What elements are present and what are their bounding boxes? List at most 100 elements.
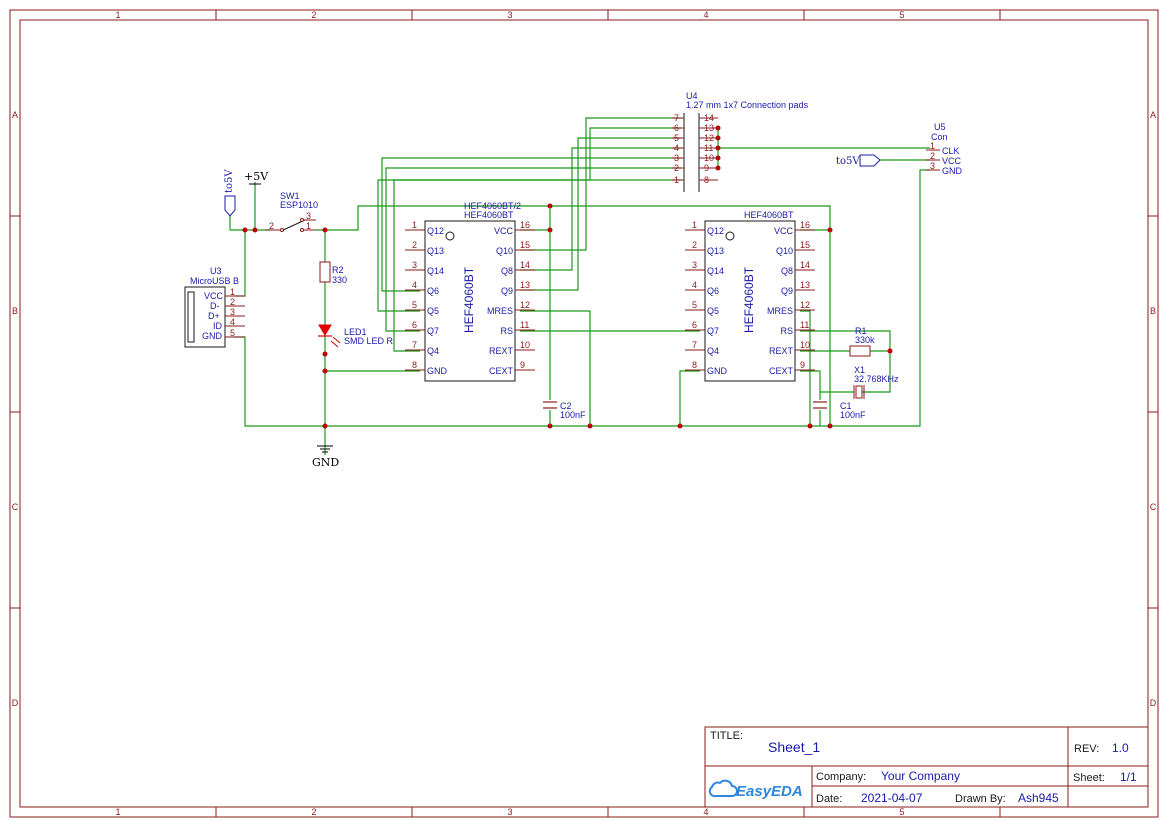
gnd-label: GND	[312, 456, 339, 469]
pin-name: MRES	[487, 306, 513, 316]
pin-signal: CLK	[942, 146, 960, 156]
pin-number: 7	[692, 340, 697, 350]
pin-number: 15	[520, 240, 530, 250]
pin-number: 3	[674, 153, 679, 163]
pin-number: 10	[520, 340, 530, 350]
usb-pin-name: D-	[210, 301, 220, 311]
sheet-value: 1/1	[1120, 770, 1137, 784]
row-label: B	[12, 306, 18, 316]
col-label: 1	[115, 10, 120, 20]
pin-signal: VCC	[942, 156, 962, 166]
led1-diode: LED1 SMD LED R	[318, 324, 394, 348]
row-label: D	[12, 698, 19, 708]
rev-value: 1.0	[1112, 741, 1129, 755]
junctions	[242, 125, 893, 429]
u3-value: MicroUSB B	[190, 276, 239, 286]
pin-name: Q12	[707, 226, 724, 236]
pin-number: 2	[674, 163, 679, 173]
pin-number: 3	[412, 260, 417, 270]
pin-name: CEXT	[489, 366, 514, 376]
usb-pin-name: ID	[213, 321, 223, 331]
pin-name: REXT	[769, 346, 794, 356]
pin-name: Q12	[427, 226, 444, 236]
pin-number: 13	[800, 280, 810, 290]
pin-number: 2	[930, 151, 935, 161]
pin-name: Q13	[427, 246, 444, 256]
ic2-hef4060bt: HEF4060BT HEF4060BT 1Q122Q133Q144Q65Q56Q…	[685, 210, 815, 382]
usb-pin-name: D+	[208, 311, 220, 321]
row-label: A	[12, 110, 18, 120]
c1-value: 100nF	[840, 410, 866, 420]
easyeda-logo-icon: EasyEDA	[708, 779, 803, 800]
pin-number: 3	[692, 260, 697, 270]
pin-number: 2	[230, 297, 235, 307]
c2-value: 100nF	[560, 410, 586, 420]
row-label: C	[1150, 502, 1157, 512]
col-label: 2	[311, 10, 316, 20]
x1-ref: X1	[854, 365, 865, 375]
pin-number: 16	[800, 220, 810, 230]
row-label: A	[1150, 110, 1156, 120]
pin-name: Q10	[776, 246, 793, 256]
pin-number: 10	[704, 153, 714, 163]
u3-ref: U3	[210, 266, 222, 276]
pin-number: 3	[930, 161, 935, 171]
drawn-by-label: Drawn By:	[955, 793, 1006, 805]
pin-number: 5	[412, 300, 417, 310]
pin-number: 1	[692, 220, 697, 230]
sw1-switch: SW1 ESP1010 2 3 1	[265, 191, 318, 232]
pin-number: 8	[692, 360, 697, 370]
u5-connector: U5 Con 1 2 3 CLK VCC GND	[926, 122, 963, 176]
pin-name: Q7	[707, 326, 719, 336]
pin-name: Q5	[707, 306, 719, 316]
r1-ref: R1	[855, 326, 867, 336]
pin-name: MRES	[767, 306, 793, 316]
u4-connector: U4 1.27 mm 1x7 Connection pads 7 6 5 4 3…	[672, 91, 809, 192]
pin-name: GND	[707, 366, 728, 376]
pin-name: Q6	[427, 286, 439, 296]
pin-number: 16	[520, 220, 530, 230]
pin-number: 11	[800, 320, 809, 330]
pin-number: 13	[704, 123, 714, 133]
c2-capacitor: C2 100nF	[543, 401, 586, 420]
pin-number: 11	[704, 143, 713, 153]
pin-name: CEXT	[769, 366, 794, 376]
pin-number: 14	[520, 260, 530, 270]
u4-value: 1.27 mm 1x7 Connection pads	[686, 100, 809, 110]
row-label: C	[12, 502, 19, 512]
pin-number: 6	[692, 320, 697, 330]
col-label: 4	[703, 10, 708, 20]
date-label: Date:	[816, 793, 842, 805]
pin-signal: GND	[942, 166, 963, 176]
pin-number: 14	[800, 260, 810, 270]
pin-number: 9	[704, 163, 709, 173]
led1-ref: LED1	[344, 327, 367, 337]
pin-name: Q5	[427, 306, 439, 316]
usb-pin-name: GND	[202, 331, 223, 341]
company-value: Your Company	[881, 769, 960, 783]
pin-number: 12	[520, 300, 530, 310]
ic2-value: HEF4060BT	[744, 210, 794, 220]
pin-number: 4	[412, 280, 417, 290]
u4-pins: 7 6 5 4 3 2 1 14 13 12 11 10 9 8	[672, 113, 718, 185]
ic1-body-text: HEF4060BT	[462, 266, 476, 333]
net-label: to5V	[224, 169, 235, 193]
pin-name: Q9	[781, 286, 793, 296]
pin-number: 3	[306, 211, 311, 221]
title-value: Sheet_1	[768, 739, 820, 755]
power-label: +5V	[244, 170, 269, 183]
r2-value: 330	[332, 275, 347, 285]
x1-crystal: X1 32.768KHz	[853, 365, 899, 399]
u3-micro-usb: U3 MicroUSB B VCC D- D+ ID GND 1 2 3 4 5	[184, 266, 245, 348]
rev-label: REV:	[1074, 743, 1099, 755]
pin-name: Q4	[427, 346, 439, 356]
pin-name: Q10	[496, 246, 513, 256]
pin-number: 9	[520, 360, 525, 370]
pin-name: VCC	[494, 226, 514, 236]
net-label: to5V	[836, 156, 860, 167]
pin-name: RS	[780, 326, 793, 336]
pin-number: 4	[692, 280, 697, 290]
r2-ref: R2	[332, 265, 344, 275]
pin-name: Q8	[781, 266, 793, 276]
